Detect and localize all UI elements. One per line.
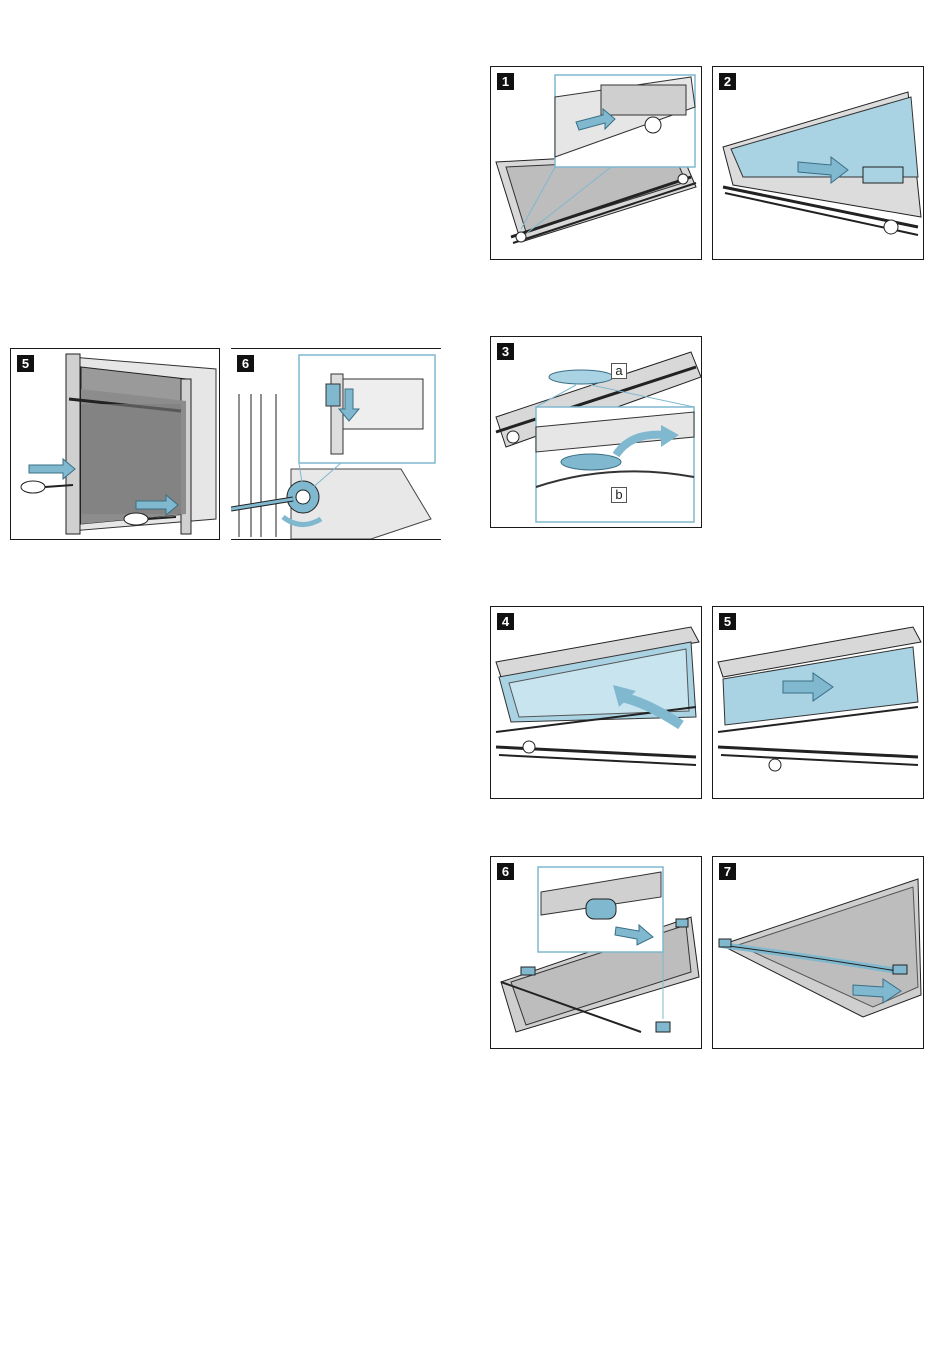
- middle-glass-removal-illustration: [713, 607, 924, 799]
- seal-strip-removal-illustration: [713, 857, 924, 1049]
- door-cover-illustration: [713, 67, 924, 260]
- step-number-badge: 2: [719, 73, 736, 90]
- left-step-6-figure: 6: [231, 348, 441, 540]
- right-step-4-figure: 4: [490, 606, 702, 799]
- callout-label-a: a: [611, 363, 627, 379]
- step-number-badge: 7: [719, 863, 736, 880]
- callout-label-b: b: [611, 487, 627, 503]
- inner-glass-removal-illustration: [491, 607, 702, 799]
- step-number-badge: 4: [497, 613, 514, 630]
- right-step-3-figure: 3 a b: [490, 336, 702, 528]
- step-number-badge: 3: [497, 343, 514, 360]
- oven-front-illustration: [11, 349, 220, 540]
- door-glass-latch-illustration: [491, 337, 702, 528]
- right-step-1-figure: 1: [490, 66, 702, 260]
- right-step-2-figure: 2: [712, 66, 924, 260]
- right-step-5-figure: 5: [712, 606, 924, 799]
- right-step-6-figure: 6: [490, 856, 702, 1049]
- step-number-badge: 6: [497, 863, 514, 880]
- step-number-badge: 5: [719, 613, 736, 630]
- left-step-5-figure: 5: [10, 348, 220, 540]
- hinge-lever-illustration: [231, 349, 441, 540]
- door-clip-illustration: [491, 67, 702, 260]
- glass-holder-clip-illustration: [491, 857, 702, 1049]
- step-number-badge: 5: [17, 355, 34, 372]
- right-step-7-figure: 7: [712, 856, 924, 1049]
- step-number-badge: 1: [497, 73, 514, 90]
- step-number-badge: 6: [237, 355, 254, 372]
